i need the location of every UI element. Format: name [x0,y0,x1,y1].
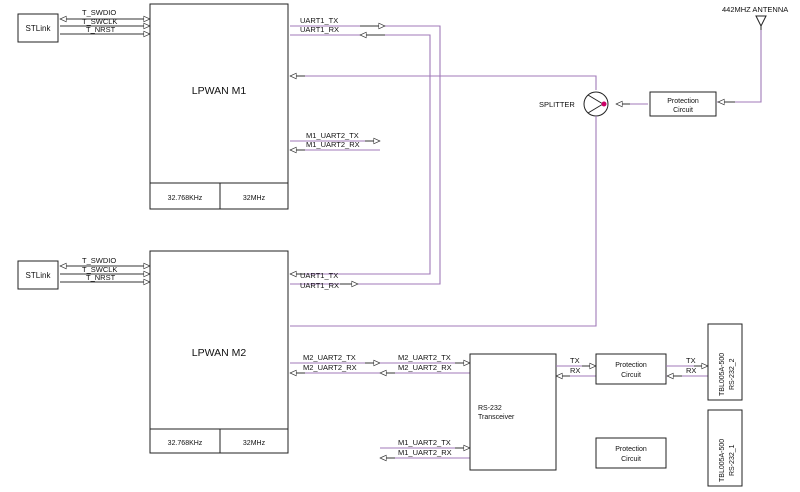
m2-xtal-32k-label: 32.768KHz [168,440,203,447]
antenna-wire [717,30,762,103]
m2-splitter-wire [290,116,597,327]
m1-uart2-tx-label: M1_UART2_TX [306,131,359,140]
m2-xtal-32m-box [219,428,289,454]
connector-rs232-2-line2: RS-232_2 [729,358,736,390]
m2-uart1-tx-label: UART1_TX [300,271,338,280]
stlink-2-swdio-label: T_SWDIO [82,256,116,265]
stlink-1-swclk-label: T_SWCLK [82,17,117,26]
protection-bot-line2: Circuit [621,456,641,463]
m1-uart1-rx-label: UART1_RX [300,25,339,34]
xcvr-m1-rx-label: M1_UART2_RX [398,448,452,457]
antenna-icon [755,15,767,30]
lpwan-m2-label: LPWAN M2 [192,347,247,359]
protection-top-line2: Circuit [673,107,693,114]
stlink-2-label: STLink [26,271,52,280]
stlink-2-box [17,260,59,290]
rs232-transceiver-line2: Transceiver [478,414,515,421]
protection-mid-line1: Protection [615,362,647,369]
protection-top-line1: Protection [667,98,699,105]
m1-xtal-32k-label: 32.768KHz [168,195,203,202]
xcvr-rx-label: RX [570,366,580,375]
stlink-1-swdio-label: T_SWDIO [82,8,116,17]
rs232-transceiver-line1: RS-232 [478,405,502,412]
lpwan-m1-label: LPWAN M1 [192,85,247,97]
prot-mid-rx-label: RX [686,366,696,375]
stlink-2-nrst-label: T_NRST [86,273,116,282]
stlink-1-box [17,13,59,43]
protection-mid-line2: Circuit [621,372,641,379]
stlink-1-label: STLink [26,24,52,33]
antenna-label: 442MHZ ANTENNA [722,5,788,14]
m2-xtal-32k-box [149,428,221,454]
rs232-transceiver-box [469,353,557,471]
splitter-icon [583,91,609,117]
xcvr-m1-tx-label: M1_UART2_TX [398,438,451,447]
stlink-1-nrst-label: T_NRST [86,25,116,34]
m1-uart1-tx-label: UART1_TX [300,16,338,25]
m1-xtal-32m-box [219,182,289,210]
stlink-2-swclk-label: T_SWCLK [82,265,117,274]
m1-uart1-rx-wire [290,34,431,275]
xcvr-tx-label: TX [570,356,580,365]
m1-uart2-rx-label: M1_UART2_RX [306,140,360,149]
splitter-label: SPLITTER [539,100,575,109]
m1-splitter-wire [290,75,597,90]
connector-rs232-1-box [707,409,743,487]
m1-uart1-tx-wire [290,25,441,285]
m2-uart1-rx-label: UART1_RX [300,281,339,290]
connector-rs232-1-line2: RS-232_1 [729,444,736,476]
lpwan-m1-box [149,3,289,210]
protection-top-box [649,91,717,117]
prot-mid-tx-label: TX [686,356,696,365]
connector-rs232-2-line1: TBL005A-500 [719,353,726,396]
protection-bot-line1: Protection [615,446,647,453]
protection-mid-box [595,353,667,385]
m2-xtal-32m-label: 32MHz [243,440,266,447]
m2-uart2-rx-label: M2_UART2_RX [303,363,357,372]
connector-rs232-2-box [707,323,743,401]
m2-uart2-tx-label: M2_UART2_TX [303,353,356,362]
m1-xtal-32m-label: 32MHz [243,195,266,202]
connector-rs232-1-line1: TBL005A-500 [719,439,726,482]
lpwan-m2-box [149,250,289,454]
xcvr-m2-tx-label: M2_UART2_TX [398,353,451,362]
xcvr-m2-rx-label: M2_UART2_RX [398,363,452,372]
protection-bot-box [595,437,667,469]
